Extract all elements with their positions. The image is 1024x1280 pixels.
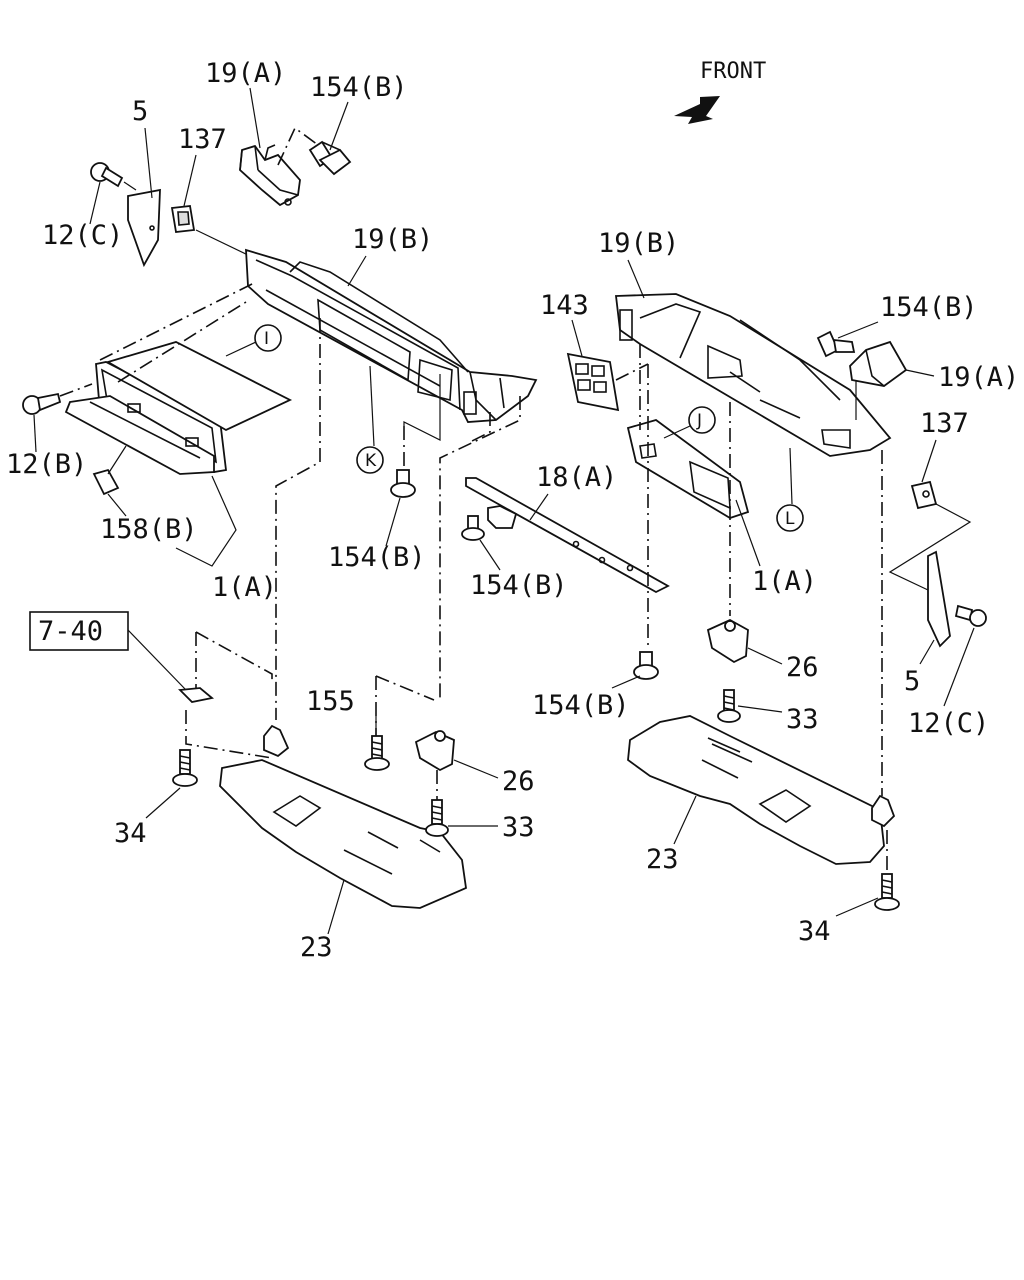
callout-19a-right: 19(A) xyxy=(938,362,1019,393)
dash-panel-19b-left xyxy=(245,248,538,423)
callout-1a-left: 1(A) xyxy=(212,572,277,603)
svg-text:K: K xyxy=(365,451,377,471)
bracket-19a-left xyxy=(239,144,301,207)
callout-143: 143 xyxy=(540,290,589,321)
screw-34-right xyxy=(874,873,900,911)
screw-154b-right-top xyxy=(816,330,856,358)
clip-26-right xyxy=(706,618,749,664)
glove-box-1a-left xyxy=(64,341,293,475)
callout-12c-left: 12(C) xyxy=(42,220,123,251)
callout-154b-rail: 154(B) xyxy=(470,570,568,601)
dash-panel-19b-right xyxy=(614,293,892,457)
callout-5-left: 5 xyxy=(132,96,148,127)
callout-158b-left: 158(B) xyxy=(100,514,198,545)
callout-154b-left-mid: 154(B) xyxy=(328,542,426,573)
screw-155 xyxy=(364,735,390,771)
screw-154b-right-low xyxy=(633,651,659,680)
callout-26-left: 26 xyxy=(502,766,535,797)
callout-18a: 18(A) xyxy=(536,462,617,493)
circle-i: I xyxy=(254,324,282,352)
ref-box-7-40: 7-40 xyxy=(29,611,129,651)
screw-34-left xyxy=(172,749,198,787)
callout-23-right: 23 xyxy=(646,844,679,875)
callout-12c-right: 12(C) xyxy=(908,708,989,739)
callout-137-right: 137 xyxy=(920,408,969,439)
clip-137-right xyxy=(910,480,938,510)
front-arrow-icon xyxy=(674,96,720,124)
callout-19a-left: 19(A) xyxy=(205,58,286,89)
callout-34-left: 34 xyxy=(114,818,147,849)
svg-text:I: I xyxy=(264,329,269,349)
callout-1a-right: 1(A) xyxy=(752,566,817,597)
callout-34-right: 34 xyxy=(798,916,831,947)
screw-33-right xyxy=(717,689,741,723)
bracket-19a-right xyxy=(849,340,908,387)
bolt-154b-left-top xyxy=(308,140,352,176)
right-assembly: 19(B) 143 154(B) 19(A) xyxy=(532,228,1019,947)
front-label: FRONT xyxy=(700,59,766,84)
callout-19b-right: 19(B) xyxy=(598,228,679,259)
svg-text:J: J xyxy=(696,411,702,431)
circle-j: J xyxy=(688,406,716,434)
callout-33-left: 33 xyxy=(502,812,535,843)
sun-visor-23-left xyxy=(219,724,467,909)
trim-piece-5-left xyxy=(127,188,161,268)
callout-155: 155 xyxy=(306,686,355,717)
callout-19b-left: 19(B) xyxy=(352,224,433,255)
callout-23-left: 23 xyxy=(300,932,333,963)
circle-l: L xyxy=(776,504,804,532)
screw-154b-rail xyxy=(461,515,485,541)
clip-26-left xyxy=(414,730,455,772)
callout-154b-right-low: 154(B) xyxy=(532,690,630,721)
rail-18a xyxy=(465,477,670,594)
clip-137-left xyxy=(170,205,196,233)
callout-137-left: 137 xyxy=(178,124,227,155)
screw-12c-right xyxy=(954,604,987,627)
svg-text:L: L xyxy=(785,509,795,529)
circle-k: K xyxy=(356,446,384,474)
clip-7-40-left xyxy=(178,687,215,703)
callout-5-right: 5 xyxy=(904,666,920,697)
callout-33-right: 33 xyxy=(786,704,819,735)
callout-154b-left-top: 154(B) xyxy=(310,72,408,103)
front-indicator: FRONT xyxy=(674,59,766,124)
screw-33-left xyxy=(425,799,449,837)
callout-26-right: 26 xyxy=(786,652,819,683)
screw-12c-left xyxy=(90,162,124,188)
trim-piece-5-right xyxy=(927,550,951,648)
callout-154b-right-top: 154(B) xyxy=(880,292,978,323)
ref-box-label: 7-40 xyxy=(38,616,103,647)
switch-143 xyxy=(566,352,620,412)
left-assembly: 19(A) 154(B) 5 137 12(C) xyxy=(6,58,670,963)
sun-visor-23-right xyxy=(627,715,896,865)
screw-154b-left-mid xyxy=(390,469,416,498)
screw-12b-left xyxy=(22,392,62,415)
damper-158b-left xyxy=(92,468,120,496)
callout-12b-left: 12(B) xyxy=(6,449,87,480)
